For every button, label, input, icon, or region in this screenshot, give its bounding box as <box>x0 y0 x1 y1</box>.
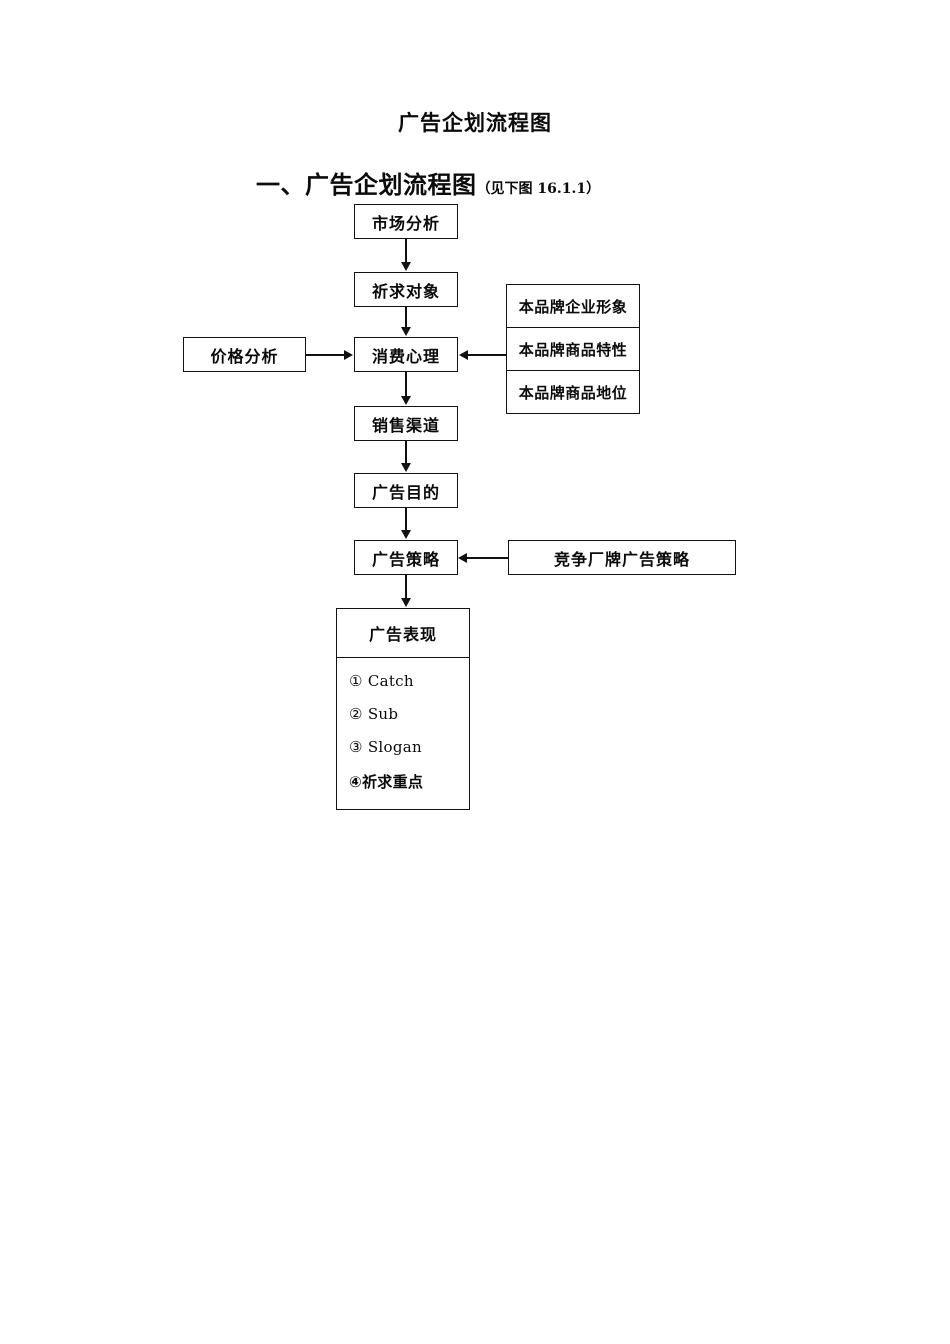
page-title: 广告企划流程图 <box>398 111 552 135</box>
flow-node-brand-product-position[interactable]: 本品牌商品地位 <box>507 370 639 413</box>
flow-node-price-analysis[interactable]: 价格分析 <box>183 337 306 372</box>
connector-competitor-to-strategy-arrow <box>458 553 467 563</box>
connector-market-to-appeal-line <box>405 239 407 263</box>
expression-item-list: ① Catch ② Sub ③ Slogan ④祈求重点 <box>337 658 469 792</box>
connector-consumer-to-channel-arrow <box>401 396 411 405</box>
connector-channel-to-purpose-arrow <box>401 463 411 472</box>
flow-node-brand-corporate-image[interactable]: 本品牌企业形象 <box>518 297 628 316</box>
connector-strategy-to-expression-arrow <box>401 598 411 607</box>
connector-competitor-to-strategy-line <box>467 557 509 559</box>
section-heading-text: 一、广告企划流程图 <box>256 170 477 199</box>
connector-appeal-to-consumer-line <box>405 307 407 328</box>
connector-market-to-appeal-arrow <box>401 262 411 271</box>
flow-node-advertising-purpose[interactable]: 广告目的 <box>354 473 458 508</box>
connector-price-to-consumer-arrow <box>344 350 353 360</box>
connector-strategy-to-expression-line <box>405 575 407 600</box>
expression-item-sub: ② Sub <box>349 705 399 723</box>
expression-item-slogan: ③ Slogan <box>349 738 422 756</box>
connector-channel-to-purpose-line <box>405 441 407 464</box>
connector-consumer-to-channel-line <box>405 372 407 396</box>
flow-node-sales-channel[interactable]: 销售渠道 <box>354 406 458 441</box>
flow-node-competitor-strategy[interactable]: 竞争厂牌广告策略 <box>508 540 736 575</box>
connector-purpose-to-strategy-arrow <box>401 530 411 539</box>
connector-brand-to-consumer-arrow <box>459 350 468 360</box>
flow-node-consumer-psychology[interactable]: 消费心理 <box>354 337 458 372</box>
expression-item-catch: ① Catch <box>349 672 414 690</box>
connector-appeal-to-consumer-arrow <box>401 327 411 336</box>
flow-node-advertising-expression[interactable]: 广告表现 ① Catch ② Sub ③ Slogan ④祈求重点 <box>336 608 470 810</box>
connector-purpose-to-strategy-line <box>405 508 407 531</box>
expression-header: 广告表现 <box>337 609 469 658</box>
flow-node-appeal-target[interactable]: 祈求对象 <box>354 272 458 307</box>
connector-brand-to-consumer-line <box>468 354 507 356</box>
expression-item-appeal-point: ④祈求重点 <box>349 773 424 791</box>
connector-price-to-consumer-line <box>306 354 345 356</box>
flow-node-market-analysis[interactable]: 市场分析 <box>354 204 458 239</box>
flow-node-brand-product-feature[interactable]: 本品牌商品特性 <box>507 327 639 370</box>
section-heading: 一、广告企划流程图（见下图 16.1.1） <box>256 165 600 200</box>
flow-node-advertising-strategy[interactable]: 广告策略 <box>354 540 458 575</box>
flow-group-brand-factors: 本品牌企业形象 本品牌商品特性 本品牌商品地位 <box>506 284 640 414</box>
section-heading-note: （见下图 16.1.1） <box>476 181 601 197</box>
